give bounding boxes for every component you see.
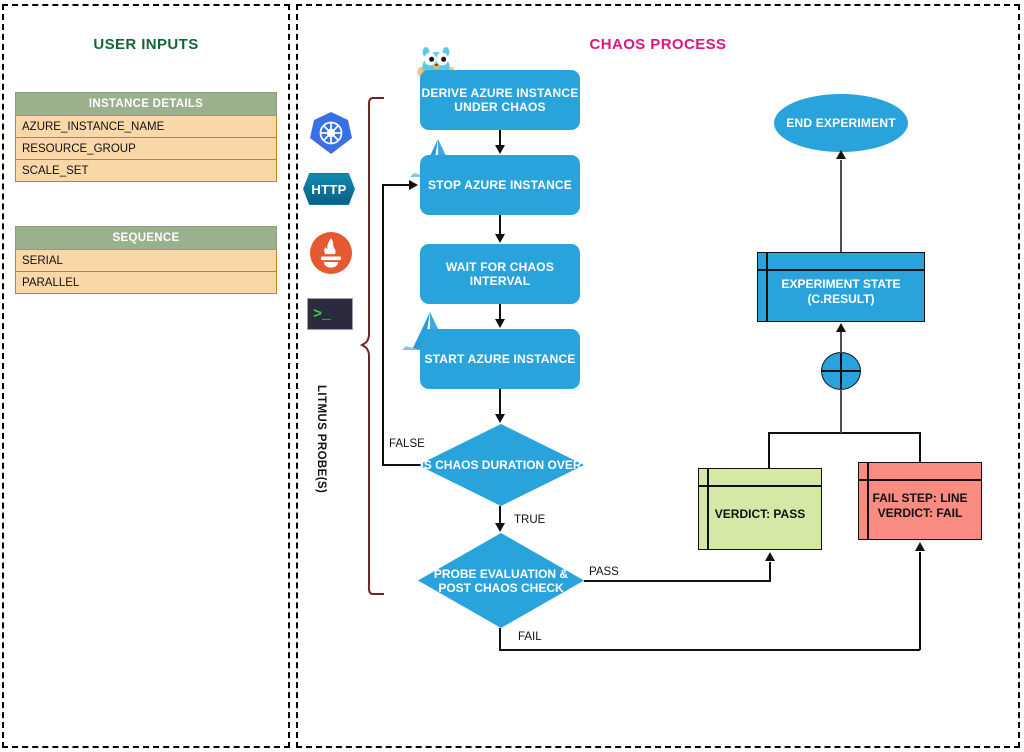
sequence-table: SEQUENCE SERIAL PARALLEL: [15, 226, 277, 294]
edge-label-fail: FAIL: [518, 631, 542, 643]
instance-details-row-1: RESOURCE_GROUP: [15, 137, 277, 160]
node-stop-azure-instance[interactable]: STOP AZURE INSTANCE: [420, 155, 580, 215]
arrowhead-down: [495, 414, 505, 423]
connector-false-vertical: [382, 184, 384, 465]
connector-wait-to-start: [499, 304, 501, 320]
note-top-divider: [758, 269, 924, 271]
arrowhead-up: [915, 542, 925, 551]
connector-start-to-decision: [499, 389, 501, 415]
arrowhead-up: [836, 150, 846, 159]
connector-pass-horizontal: [584, 580, 771, 582]
node-derive-azure-instance[interactable]: DERIVE AZURE INSTANCE UNDER CHAOS: [420, 70, 580, 130]
arrowhead-up: [765, 552, 775, 561]
connector-stop-to-wait: [499, 215, 501, 234]
node-verdict-fail[interactable]: FAIL STEP: LINE VERDICT: FAIL: [858, 462, 982, 540]
edge-label-pass: PASS: [589, 566, 619, 578]
command-terminal-prompt: >_: [307, 298, 353, 330]
arrowhead-down: [495, 523, 505, 532]
decision-is-chaos-duration-over[interactable]: IS CHAOS DURATION OVER: [418, 424, 584, 506]
decision-probe-evaluation[interactable]: PROBE EVALUATION & POST CHAOS CHECK: [418, 533, 584, 628]
connector-fail-horizontal: [499, 649, 920, 651]
instance-details-row-0: AZURE_INSTANCE_NAME: [15, 115, 277, 138]
note-tab-divider: [766, 253, 768, 321]
litmus-probe-label: LITMUS PROBE(S): [315, 385, 327, 494]
instance-details-header: INSTANCE DETAILS: [15, 92, 277, 116]
connector-fail-box-up: [919, 432, 921, 463]
connector-false-into-stop: [382, 184, 410, 186]
node-end-experiment[interactable]: END EXPERIMENT: [774, 94, 908, 152]
verdict-fail-label: FAIL STEP: LINE VERDICT: FAIL: [872, 491, 968, 520]
decision-label: PROBE EVALUATION & POST CHAOS CHECK: [433, 566, 569, 595]
sequence-header: SEQUENCE: [15, 226, 277, 250]
experiment-state-label: EXPERIMENT STATE (C.RESULT): [781, 277, 901, 306]
user-inputs-panel: USER INPUTS INSTANCE DETAILS AZURE_INSTA…: [2, 4, 290, 748]
connector-fail-vertical-down: [499, 628, 501, 650]
connector-state-to-end: [840, 160, 842, 252]
kubernetes-icon: [308, 110, 354, 156]
node-start-azure-instance[interactable]: START AZURE INSTANCE: [420, 329, 580, 389]
verdict-pass-label: VERDICT: PASS: [714, 506, 806, 521]
node-wait-for-chaos-interval[interactable]: WAIT FOR CHAOS INTERVAL: [420, 244, 580, 304]
chaos-process-panel: CHAOS PROCESS: [296, 4, 1020, 748]
connector-join-to-circle: [840, 389, 842, 433]
connector-circle-to-state: [840, 332, 842, 353]
arrowhead-up: [836, 323, 846, 332]
edge-label-true: TRUE: [514, 514, 546, 526]
circle-cross-vertical: [840, 353, 842, 389]
edge-label-false: FALSE: [389, 438, 425, 450]
http-icon: HTTP: [303, 173, 355, 205]
instance-details-row-2: SCALE_SET: [15, 159, 277, 182]
arrowhead-right: [409, 180, 418, 190]
table-row: PARALLEL: [15, 271, 277, 294]
arrowhead-down: [495, 319, 505, 328]
junction-circle-node[interactable]: [821, 352, 861, 390]
table-row: RESOURCE_GROUP: [15, 137, 277, 160]
instance-details-table: INSTANCE DETAILS AZURE_INSTANCE_NAME RES…: [15, 92, 277, 182]
connector-true-vertical: [499, 506, 501, 524]
chaos-process-title: CHAOS PROCESS: [589, 36, 727, 53]
user-inputs-title: USER INPUTS: [93, 36, 199, 53]
http-icon-label: HTTP: [303, 173, 355, 205]
sequence-row-0: SERIAL: [15, 249, 277, 272]
connector-pass-box-up: [768, 432, 770, 469]
sequence-row-1: PARALLEL: [15, 271, 277, 294]
decision-label: IS CHAOS DURATION OVER: [420, 458, 582, 472]
command-terminal-icon: >_: [307, 298, 353, 330]
connector-pass-vertical: [769, 562, 771, 581]
litmus-probe-brace: [359, 96, 386, 601]
table-row: AZURE_INSTANCE_NAME: [15, 115, 277, 138]
table-row: SCALE_SET: [15, 159, 277, 182]
node-experiment-state[interactable]: EXPERIMENT STATE (C.RESULT): [757, 252, 925, 322]
connector-fail-vertical-up: [919, 552, 921, 650]
prometheus-icon: [309, 231, 353, 275]
arrowhead-down: [495, 234, 505, 243]
table-row: SERIAL: [15, 249, 277, 272]
note-tab-divider: [707, 469, 709, 549]
note-top-divider: [699, 485, 821, 487]
arrowhead-down: [495, 145, 505, 154]
connector-false-horizontal: [382, 464, 420, 466]
connector-verdict-join-bar: [768, 432, 921, 434]
connector-derive-to-stop: [499, 130, 501, 146]
note-top-divider: [859, 479, 981, 481]
note-tab-divider: [867, 463, 869, 539]
node-verdict-pass[interactable]: VERDICT: PASS: [698, 468, 822, 550]
